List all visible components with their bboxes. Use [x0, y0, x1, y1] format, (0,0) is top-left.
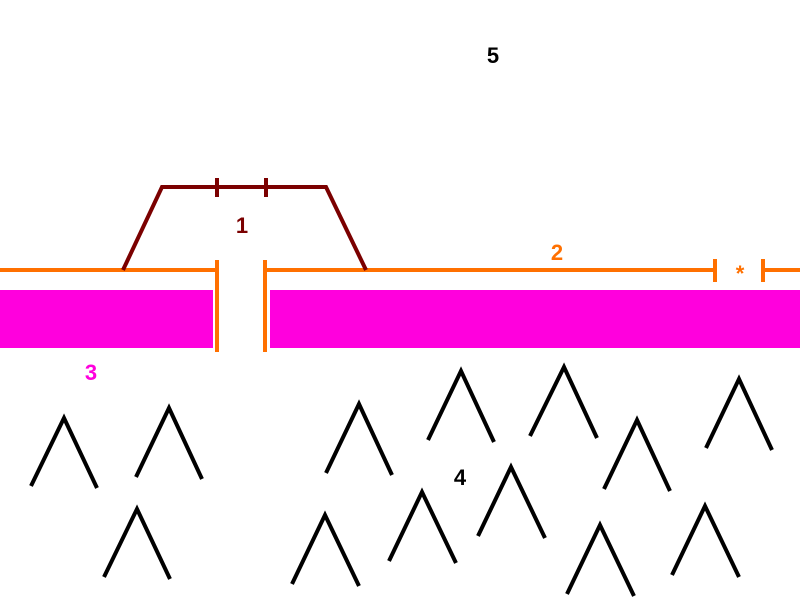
label-5: 5	[487, 43, 499, 68]
band-3-left	[0, 290, 213, 348]
chevron-mark	[476, 462, 547, 539]
chevron-mark	[602, 415, 672, 492]
band-3	[0, 290, 800, 348]
chevron-mark	[290, 510, 361, 587]
band-3-right	[270, 290, 800, 348]
chevron-mark	[134, 403, 204, 480]
chevron-mark	[387, 487, 458, 564]
chevron-mark	[528, 362, 599, 439]
chevron-mark	[565, 520, 636, 597]
chevron-mark	[426, 366, 496, 443]
chevron-mark	[29, 413, 99, 489]
label-1: 1	[236, 213, 248, 238]
label-2: 2	[551, 240, 563, 265]
marks-4	[29, 362, 774, 597]
label-3: 3	[85, 360, 97, 385]
chevron-mark	[670, 501, 741, 578]
label-asterisk: *	[736, 261, 745, 286]
line-2	[0, 259, 800, 352]
structure-1-outline	[121, 185, 368, 271]
chevron-mark	[102, 504, 172, 580]
structure-1	[121, 178, 368, 271]
chevron-mark	[324, 399, 394, 476]
chevron-mark	[704, 374, 774, 451]
label-4: 4	[454, 465, 467, 490]
